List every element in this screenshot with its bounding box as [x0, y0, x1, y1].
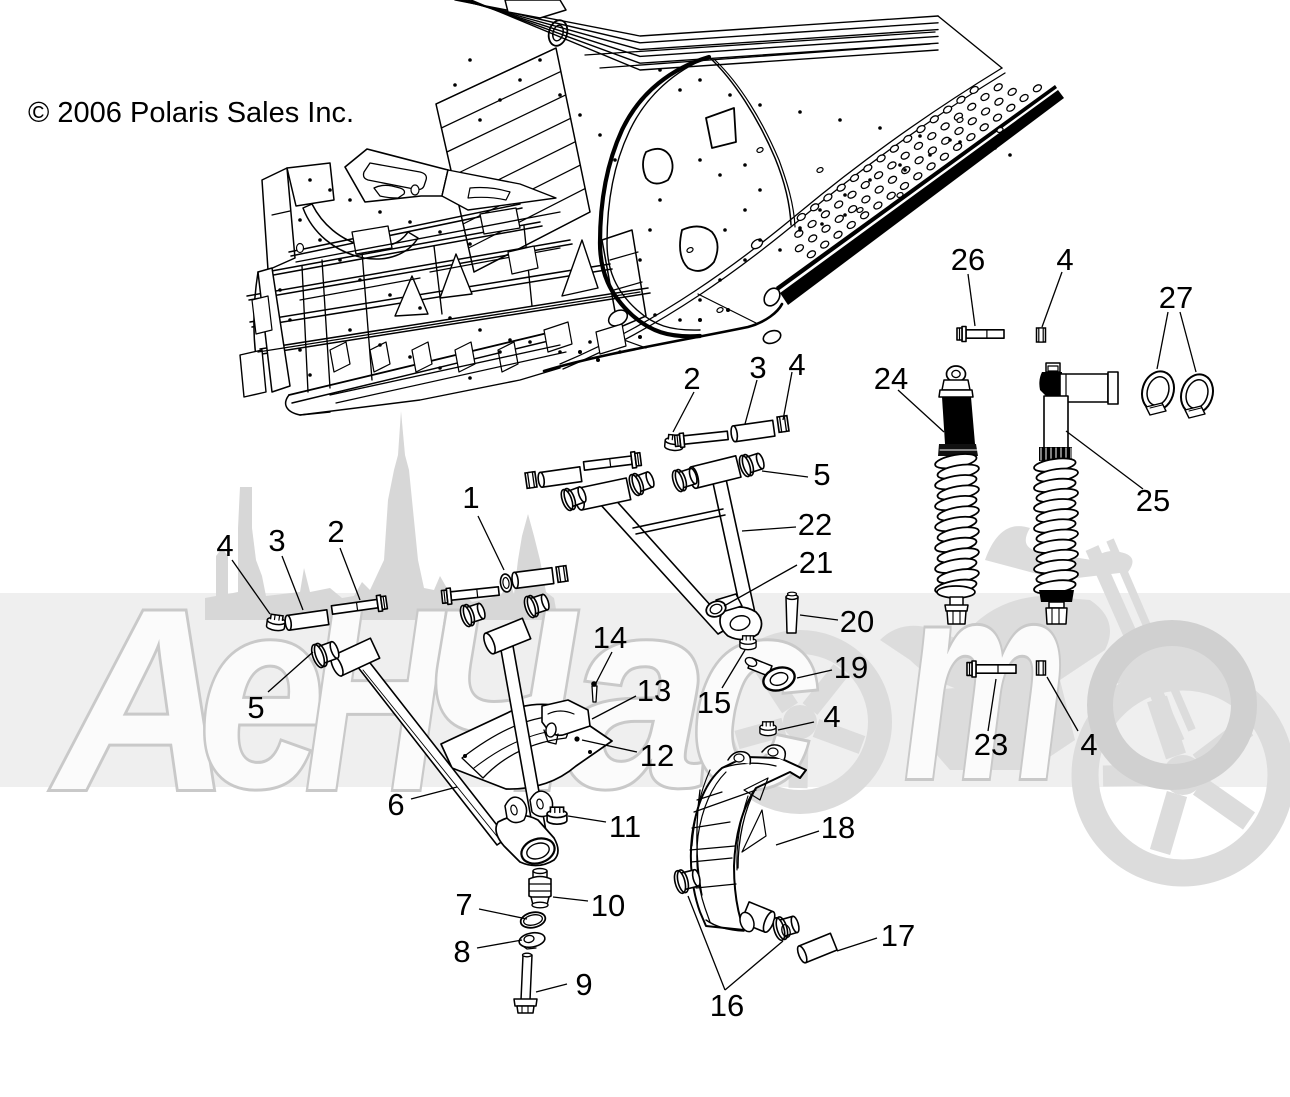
svg-text:24: 24: [874, 361, 908, 396]
svg-text:2: 2: [327, 514, 344, 549]
svg-text:25: 25: [1136, 483, 1170, 518]
svg-text:18: 18: [821, 810, 855, 845]
svg-text:13: 13: [637, 673, 671, 708]
svg-text:26: 26: [951, 242, 985, 277]
svg-text:16: 16: [710, 988, 744, 1023]
svg-text:4: 4: [823, 699, 840, 734]
svg-text:5: 5: [247, 690, 264, 725]
svg-text:21: 21: [799, 545, 833, 580]
svg-text:3: 3: [749, 350, 766, 385]
svg-text:17: 17: [881, 918, 915, 953]
svg-text:15: 15: [697, 685, 731, 720]
svg-text:4: 4: [788, 347, 805, 382]
svg-text:А: А: [50, 556, 230, 844]
svg-text:14: 14: [593, 620, 627, 655]
svg-text:4: 4: [1056, 242, 1073, 277]
svg-text:2: 2: [683, 361, 700, 396]
svg-text:22: 22: [798, 507, 832, 542]
svg-text:с: с: [691, 543, 820, 844]
svg-text:4: 4: [216, 528, 233, 563]
svg-text:19: 19: [834, 650, 868, 685]
svg-text:27: 27: [1159, 280, 1193, 315]
svg-text:5: 5: [813, 457, 830, 492]
svg-text:20: 20: [840, 604, 874, 639]
svg-text:11: 11: [609, 809, 641, 844]
svg-text:10: 10: [591, 888, 625, 923]
svg-text:3: 3: [268, 523, 285, 558]
svg-text:23: 23: [974, 727, 1008, 762]
svg-text:9: 9: [575, 967, 592, 1002]
svg-text:4: 4: [1080, 727, 1097, 762]
svg-text:7: 7: [455, 887, 472, 922]
svg-text:6: 6: [387, 787, 404, 822]
svg-text:е: е: [199, 543, 325, 843]
svg-text:8: 8: [453, 934, 470, 969]
svg-text:1: 1: [462, 480, 479, 515]
svg-text:12: 12: [640, 738, 674, 773]
